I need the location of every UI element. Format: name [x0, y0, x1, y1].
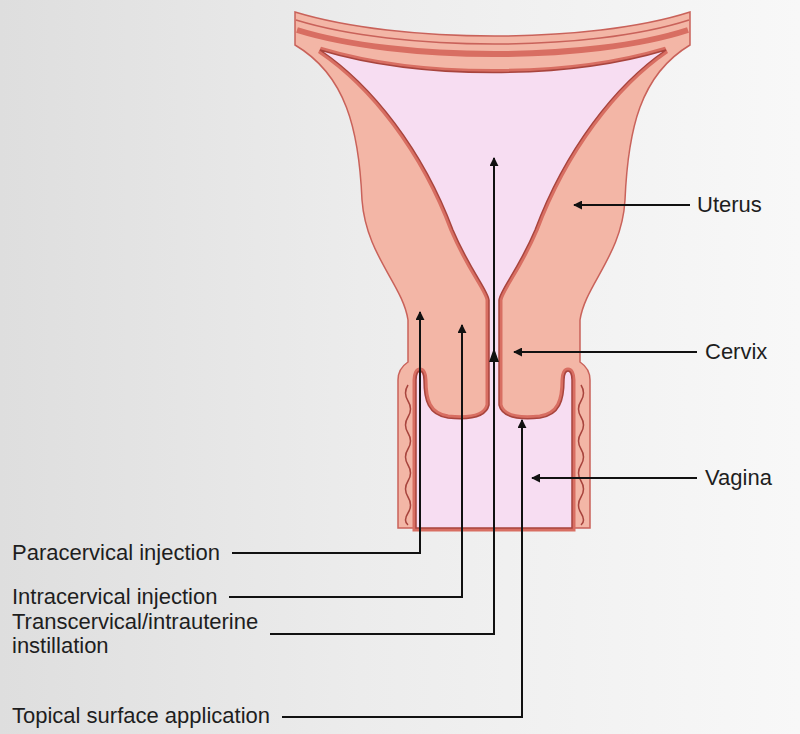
leader-line — [270, 158, 494, 634]
arrow-head — [489, 348, 499, 362]
vaginal-rugae — [579, 385, 584, 525]
leader-line — [282, 420, 522, 717]
route-label: Topical surface application — [12, 704, 270, 728]
part-label: Uterus — [697, 193, 762, 217]
leader-line — [514, 351, 697, 353]
route-label: Intracervical injection — [12, 585, 217, 609]
fundus-band — [296, 20, 689, 44]
leader-line — [232, 312, 420, 553]
leader-line — [574, 204, 690, 206]
uterus-wall — [295, 12, 690, 528]
vaginal-rugae — [406, 385, 411, 525]
route-label: Transcervical/intrauterine instillation — [12, 610, 342, 658]
part-label: Vagina — [705, 466, 772, 490]
leader-line — [532, 477, 697, 479]
leader-line — [229, 325, 462, 597]
part-label: Cervix — [705, 340, 767, 364]
route-label: Paracervical injection — [12, 541, 220, 565]
